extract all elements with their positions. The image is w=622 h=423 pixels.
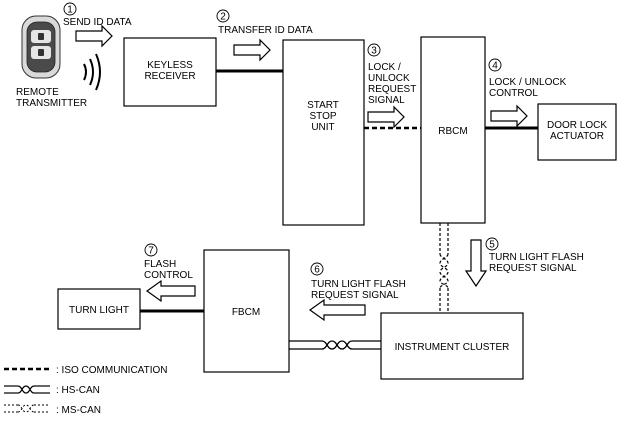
step-number: 5 — [489, 240, 495, 251]
text-line: START — [307, 100, 339, 111]
text-line: FLASH — [144, 259, 176, 270]
rbcm: RBCM — [420, 36, 486, 224]
text-line: SEND ID DATA — [63, 17, 132, 28]
step-label: TRANSFER ID DATA — [218, 25, 313, 36]
step-number: 1 — [67, 5, 73, 16]
text-line: RBCM — [438, 126, 467, 137]
fbcm-cluster-hs-can — [289, 340, 381, 350]
text-line: INSTRUMENT CLUSTER — [395, 342, 510, 353]
text-line: TURN LIGHT — [69, 305, 129, 316]
step-2: 2 TRANSFER ID DATA — [216, 9, 313, 36]
transfer-id-arrow — [233, 38, 271, 62]
text-line: UNIT — [311, 122, 334, 133]
text-line: FBCM — [232, 307, 260, 318]
step-number: 6 — [314, 265, 320, 276]
step-number: 2 — [220, 12, 226, 23]
lock-request-arrow — [367, 105, 405, 129]
text-line: DOOR LOCK — [547, 120, 607, 131]
turn-light-label: TURN LIGHT — [69, 305, 129, 316]
lock-control-arrow — [490, 104, 528, 128]
legend-ms-label: : MS-CAN — [56, 405, 101, 416]
step-1: 1 SEND ID DATA — [63, 2, 132, 28]
send-id-arrow — [75, 24, 113, 48]
rbcm-label: RBCM — [438, 126, 467, 137]
legend: : ISO COMMUNICATION : HS-CAN : MS-CAN — [4, 365, 167, 416]
text-line: ACTUATOR — [550, 131, 604, 142]
text-line: UNLOCK — [368, 73, 410, 84]
step-number: 3 — [371, 46, 377, 57]
text-line: CONTROL — [489, 88, 538, 99]
text-line: SIGNAL — [368, 95, 405, 106]
legend-hs-label: : HS-CAN — [56, 385, 100, 396]
text-line: TRANSMITTER — [16, 98, 87, 109]
flash-control-arrow — [145, 279, 196, 303]
text-line: STOP — [309, 111, 336, 122]
text-line: REMOTE — [16, 87, 59, 98]
legend-iso: : ISO COMMUNICATION — [4, 365, 167, 376]
step-number: 4 — [492, 61, 498, 72]
signal-waves-icon — [83, 53, 101, 91]
instrument-cluster: INSTRUMENT CLUSTER — [380, 312, 524, 380]
instrument-cluster-label: INSTRUMENT CLUSTER — [395, 342, 510, 353]
text-line: TRANSFER ID DATA — [218, 25, 313, 36]
legend-ms-can — [4, 404, 50, 413]
text-line: TURN LIGHT FLASH — [311, 279, 406, 290]
text-line: REQUEST — [368, 84, 416, 95]
text-line: REQUEST SIGNAL — [311, 290, 399, 301]
fbcm: FBCM — [203, 249, 290, 373]
key-fob-icon — [21, 15, 61, 79]
legend-hs-can — [4, 385, 50, 394]
text-line: REQUEST SIGNAL — [489, 263, 577, 274]
step-label: SEND ID DATA — [63, 17, 132, 28]
text-line: RECEIVER — [144, 71, 195, 82]
text-line: TURN LIGHT FLASH — [489, 252, 584, 263]
step-number: 7 — [148, 246, 154, 257]
text-line: LOCK / UNLOCK — [489, 77, 567, 88]
turn-light: TURN LIGHT — [57, 288, 141, 330]
turn-flash-request-left-arrow — [308, 298, 366, 322]
rbcm-cluster-ms-can — [439, 223, 449, 313]
fbcm-label: FBCM — [232, 307, 260, 318]
text-line: CONTROL — [144, 270, 193, 281]
turn-flash-request-down-arrow — [464, 239, 488, 288]
legend-iso-label: : ISO COMMUNICATION — [56, 365, 167, 376]
text-line: KEYLESS — [147, 60, 193, 71]
text-line: LOCK / — [368, 62, 401, 73]
